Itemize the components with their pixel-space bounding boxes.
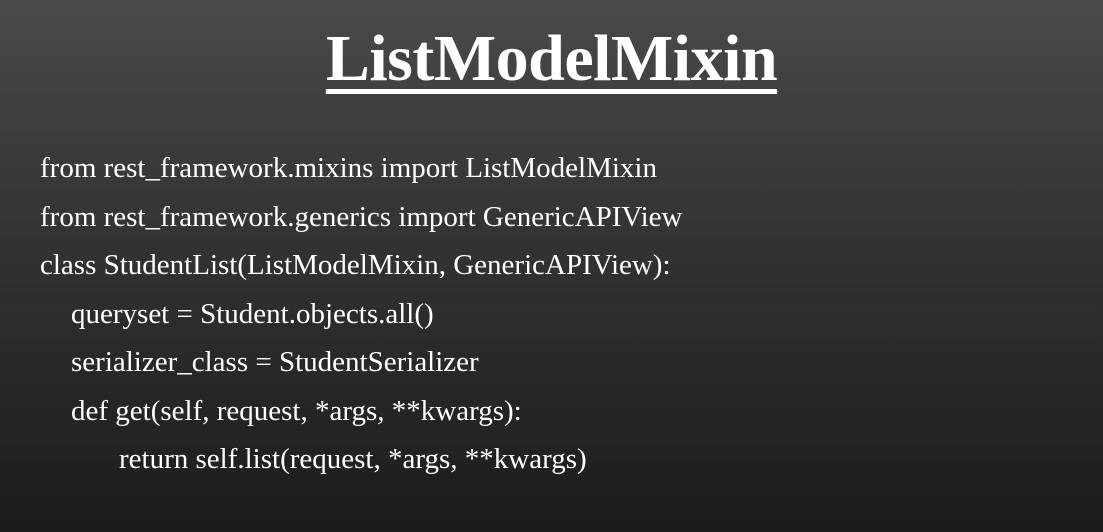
code-block: from rest_framework.mixins import ListMo… bbox=[40, 144, 682, 484]
code-line-serializer-class: serializer_class = StudentSerializer bbox=[71, 346, 479, 378]
code-line-import-mixin: from rest_framework.mixins import ListMo… bbox=[40, 152, 657, 184]
code-line-import-generics: from rest_framework.generics import Gene… bbox=[40, 200, 683, 233]
code-line-class-def: class StudentList(ListModelMixin, Generi… bbox=[40, 249, 671, 281]
code-line-return: return self.list(request, *args, **kwarg… bbox=[119, 443, 587, 475]
code-line-get-def: def get(self, request, *args, **kwargs): bbox=[71, 394, 522, 427]
slide-title: ListModelMixin bbox=[325, 22, 778, 95]
code-line-queryset: queryset = Student.objects.all() bbox=[71, 297, 434, 330]
